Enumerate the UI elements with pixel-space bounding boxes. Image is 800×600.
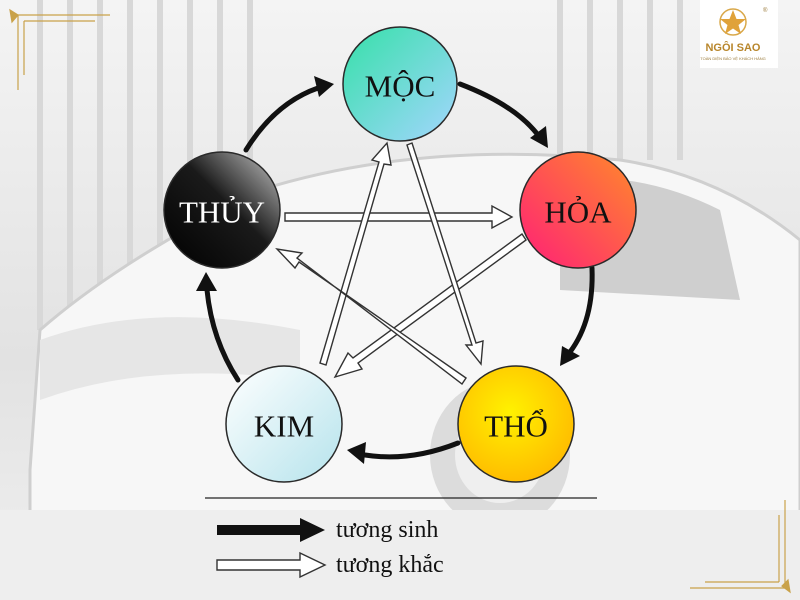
- arrow-hoa-to-tho: [567, 265, 595, 355]
- legend-generating: tương sinh: [217, 517, 438, 543]
- logo-name: NGÔI SAO: [705, 41, 760, 54]
- node-hoa-label: HỎA: [544, 195, 612, 230]
- logo-tagline: TOÀN DIỆN BẢO VỆ KHÁCH HÀNG: [700, 56, 766, 61]
- node-thuy-label: THỦY: [179, 195, 265, 230]
- node-moc: MỘC: [342, 26, 458, 142]
- arrow-tho-to-kim: [362, 440, 461, 460]
- legend-generating-arrow: [217, 518, 325, 542]
- arrow-thuy-to-hoa: [284, 204, 514, 230]
- legend-overcoming-label: tương khắc: [336, 552, 444, 578]
- arrow-moc-to-hoa: [457, 81, 541, 138]
- node-tho: THỔ: [457, 365, 575, 483]
- node-thuy: THỦY: [163, 151, 281, 269]
- star-icon: [719, 8, 747, 36]
- legend-generating-label: tương sinh: [336, 517, 438, 543]
- node-moc-label: MỘC: [365, 69, 436, 104]
- node-kim-label: KIM: [254, 409, 314, 444]
- brand-logo: NGÔI SAO TOÀN DIỆN BẢO VỆ KHÁCH HÀNG ®: [700, 0, 778, 68]
- legend-overcoming-arrow: [216, 551, 327, 579]
- bottom-right-ornament: [690, 500, 791, 594]
- overcoming-star: [275, 141, 527, 386]
- generating-cycle: [196, 76, 595, 464]
- arrow-moc-to-tho: [406, 142, 484, 366]
- arrow-hoa-to-kim: [333, 233, 527, 379]
- node-tho-label: THỔ: [484, 408, 548, 444]
- node-hoa: HỎA: [519, 151, 637, 269]
- arrow-kim-to-thuy: [204, 287, 241, 383]
- registered-mark: ®: [763, 7, 768, 14]
- arrow-kim-to-moc: [319, 141, 392, 366]
- top-left-ornament: [9, 8, 110, 90]
- node-kim: KIM: [225, 365, 343, 483]
- legend-overcoming: tương khắc: [216, 551, 444, 579]
- arrow-tho-to-thuy: [275, 247, 467, 386]
- arrow-thuy-to-moc: [243, 85, 321, 153]
- legend: tương sinh tương khắc: [205, 497, 597, 579]
